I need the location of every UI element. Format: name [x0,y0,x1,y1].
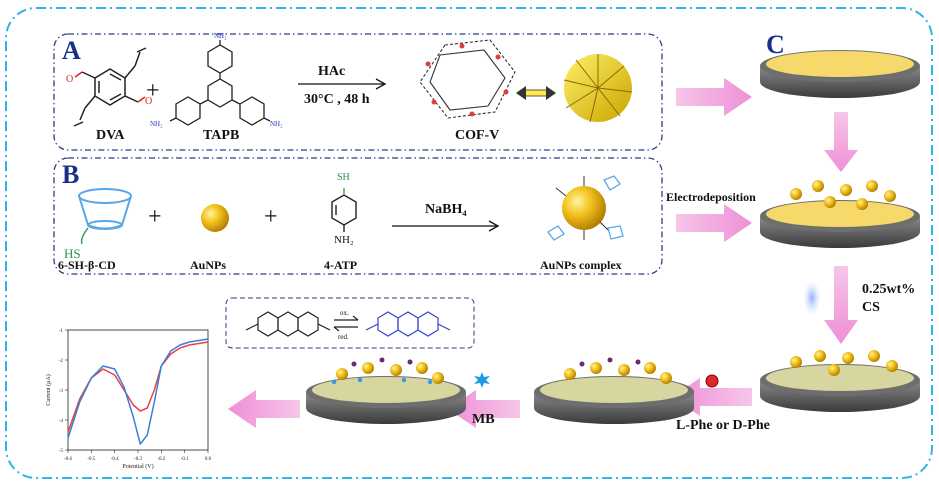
aunp-complex [547,175,624,241]
electrode-cs-coated [760,350,920,412]
dpv-chart: -0.6 -0.5 -0.4 -0.3 -0.2 -0.1 0.0 -1 -2 -3 -4 -5Pot… [45,329,212,470]
catalyst-label: HAc [318,64,346,79]
atp-label: 4-ATP [324,258,358,272]
chart-x-axis-label: Potential (V) [122,463,153,470]
cof-v-flower-image [563,54,633,123]
electrode-with-phe [534,357,694,424]
beta-cd-cup [78,188,132,245]
phe-label: L-Phe or D-Phe [676,418,770,433]
chart-x-tick-label: -0.5 [87,457,95,462]
electrode-bare [760,50,920,98]
cs-droplet [804,282,820,314]
aunp-sphere [201,204,229,232]
plus-b1: + [148,204,162,230]
leuco-mb-structure [245,311,331,337]
chart-x-tick-label: -0.4 [111,457,119,462]
dva-label: DVA [96,128,125,143]
cof-v-linkers [425,43,509,117]
electrodeposition-label: Electrodeposition [666,190,756,204]
cof-v-structure [419,39,516,119]
tapb-nh2-left: NH₂ [150,120,163,128]
outer-frame [5,7,933,479]
chart-series-line-2 [67,338,209,445]
aunps-label: AuNPs [190,258,227,272]
mb-redox-box [225,297,475,349]
dva-o1: O [145,96,152,107]
electrode-with-mb [306,357,466,424]
atp-structure [331,188,357,232]
tapb-structure [169,40,271,126]
cs-label-line2: CS [862,300,880,315]
chart-y-tick-label: -1 [59,329,64,334]
cof-v-label: COF-V [455,128,500,143]
nh2-label: NH₂ [334,234,354,246]
chart-series-line-1 [67,341,209,433]
arrow-b-to-c [676,204,752,242]
chart-x-tick-label: -0.1 [181,457,189,462]
sh-beta-cd-label: 6-SH-β-CD [58,258,116,272]
tapb-label: TAPB [203,128,240,143]
arrow-to-chart [228,390,300,428]
equivalence-double-arrow [516,86,556,100]
redox-equilibrium-arrows [333,315,359,332]
chart-x-tick-label: -0.2 [157,457,165,462]
tapb-nh2-top: NH₂ [214,32,227,40]
plus-b2: + [264,204,278,230]
dva-o2: O [66,74,73,85]
arrow-c-step1 [824,112,858,172]
chart-y-axis-label: Current (μA) [45,374,52,405]
plus-a: + [146,78,160,104]
panel-c-label: C [766,30,785,59]
chart-plot-area [67,329,209,451]
phe-marker [705,374,719,388]
tapb-nh2-right: NH₂ [270,120,283,128]
nabh4-label: NaBH₄ [425,202,467,217]
dva-structure [73,47,147,127]
electrode-modified [760,180,920,248]
aunps-complex-label: AuNPs complex [540,258,622,272]
mb-marker-icon [474,372,490,388]
panel-a-label: A [62,36,81,65]
mb-label: MB [472,412,495,427]
chart-y-tick-label: -3 [59,389,64,394]
chart-y-tick-label: -4 [59,419,64,424]
arrow-c-step2 [824,266,858,344]
redox-red-label: red. [338,333,349,341]
chart-x-tick-label: -0.6 [64,457,72,462]
chart-y-tick-label: -5 [59,449,64,454]
panel-a-box [53,33,663,151]
cs-label-line1: 0.25wt% [862,282,916,297]
arrow-a-to-c [676,78,752,116]
chart-x-tick-label: -0.3 [134,457,142,462]
hs-label: HS [64,246,81,261]
sh-label: SH [337,172,350,183]
chart-x-tick-label: 0.0 [205,457,212,462]
conditions-label: 30°C , 48 h [304,92,370,107]
mb-structure [365,311,451,337]
redox-ox-label: ox. [340,309,349,317]
panel-b-label: B [62,160,80,189]
chart-y-tick-label: -2 [59,359,64,364]
panel-b-box [53,157,663,275]
